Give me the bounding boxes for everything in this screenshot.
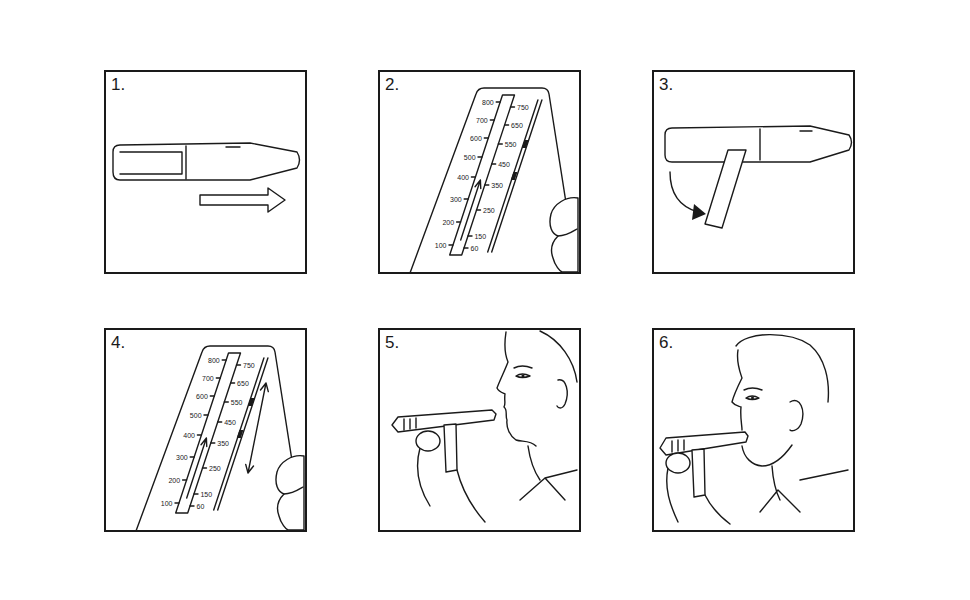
scale-number: 100 [160, 500, 173, 507]
neck-collar [760, 466, 848, 512]
scale-number: 600 [470, 135, 483, 142]
scale-number: 550 [230, 399, 243, 406]
scale-number: 700 [202, 375, 215, 382]
thumb [444, 424, 457, 472]
scale-number: 750 [243, 362, 256, 369]
neck-collar [520, 446, 577, 500]
meter-details [672, 440, 684, 452]
step-panel: 1. [104, 70, 307, 274]
meter-front-view [136, 346, 304, 531]
step-panel: 3. [652, 70, 855, 274]
pupil [521, 374, 524, 377]
face-profile [732, 350, 792, 466]
meter-side-view [665, 126, 852, 162]
scale-number: 60 [196, 503, 205, 510]
scale-number: 350 [217, 440, 230, 447]
step-panel: 4. [104, 328, 307, 532]
meter-details [404, 418, 416, 430]
step-number: 3. [659, 76, 673, 93]
scale-number: 750 [517, 104, 530, 111]
scale-number: 500 [463, 154, 476, 161]
hair-line [540, 331, 577, 382]
thumb [692, 449, 705, 497]
scale-number: 300 [449, 196, 462, 203]
step-panel: 6. [652, 328, 855, 532]
fingers [416, 431, 440, 451]
scale-number: 200 [168, 477, 181, 484]
scale-number: 450 [498, 161, 511, 168]
step-number: 5. [385, 334, 399, 351]
meter-details [760, 129, 812, 160]
scale-number: 300 [175, 454, 188, 461]
slide-arrow [200, 188, 285, 212]
ear [557, 380, 567, 408]
meter-front-view [410, 88, 578, 273]
slide-double-arrow [246, 383, 269, 473]
scale-number: 100 [434, 242, 447, 249]
meter-front-view [136, 346, 304, 531]
scale-number: 400 [183, 432, 196, 439]
step-panel: 5. [378, 328, 581, 532]
step-number: 4. [111, 334, 125, 351]
face-profile [497, 332, 536, 446]
scale-number: 250 [209, 465, 222, 472]
eye [514, 366, 532, 378]
fingers [666, 453, 690, 473]
scale-number: 150 [474, 233, 487, 240]
scale-number: 250 [483, 207, 496, 214]
scale-number: 350 [491, 182, 504, 189]
step-panel: 2. [378, 70, 581, 274]
scale-number: 200 [442, 219, 455, 226]
mouthpiece-flap [705, 150, 746, 228]
scale-number: 600 [196, 393, 209, 400]
scale-number: 400 [457, 174, 470, 181]
meter-side-view [113, 143, 300, 180]
scale-number: 60 [470, 245, 479, 252]
eye [744, 388, 762, 400]
scale-number: 550 [504, 141, 517, 148]
step-number: 6. [659, 334, 673, 351]
scale-number: 500 [189, 412, 202, 419]
scale-number: 150 [200, 491, 213, 498]
hair-line [736, 335, 828, 402]
scale-number: 800 [482, 99, 495, 106]
scale-number: 700 [476, 117, 489, 124]
scale-number: 650 [237, 380, 250, 387]
step-number: 2. [385, 76, 399, 93]
scale-number: 650 [511, 122, 524, 129]
meter-details [120, 146, 240, 179]
scale-number: 800 [208, 357, 221, 364]
scale-number: 450 [224, 419, 237, 426]
pupil [751, 397, 754, 400]
step-number: 1. [111, 76, 125, 93]
ear [790, 401, 803, 431]
rotate-arrow-head [692, 204, 706, 220]
